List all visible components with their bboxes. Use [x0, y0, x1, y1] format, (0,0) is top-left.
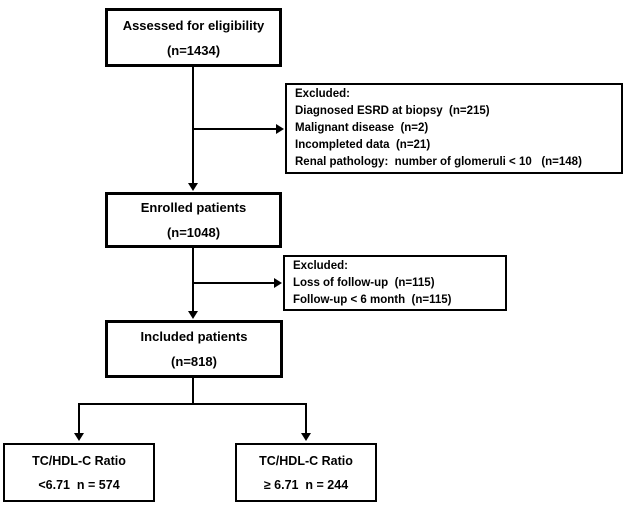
excluded2-item: Loss of follow-up (n=115) — [293, 276, 435, 289]
assessed-box: Assessed for eligibility (n=1434) — [105, 8, 282, 67]
excluded2-title: Excluded: — [293, 259, 348, 272]
excluded-box-2: Excluded: Loss of follow-up (n=115) Foll… — [283, 255, 507, 311]
ratio-low-count: <6.71 n = 574 — [38, 477, 120, 492]
arrowhead-enrolled — [188, 183, 198, 191]
arrowhead-ratio-high — [301, 433, 311, 441]
included-box: Included patients (n=818) — [105, 320, 283, 378]
connector-enrolled-to-included — [192, 248, 194, 312]
arrowhead-excluded2 — [274, 278, 282, 288]
assessed-count: (n=1434) — [166, 42, 221, 58]
ratio-low-label: TC/HDL-C Ratio — [32, 453, 126, 468]
excluded1-title: Excluded: — [295, 88, 350, 100]
excluded2-item: Follow-up < 6 month (n=115) — [293, 293, 452, 306]
enrolled-count: (n=1048) — [166, 225, 221, 240]
arrowhead-ratio-low — [74, 433, 84, 441]
excluded1-item: Diagnosed ESRD at biopsy (n=215) — [295, 105, 490, 117]
connector-included-to-split — [192, 378, 194, 405]
included-label: Included patients — [140, 329, 248, 344]
connector-branch-excluded2 — [192, 282, 275, 284]
enrolled-label: Enrolled patients — [140, 200, 247, 215]
connector-assessed-to-enrolled — [192, 67, 194, 184]
connector-split-to-ratio-high — [305, 403, 307, 434]
arrowhead-included — [188, 311, 198, 319]
assessed-label: Assessed for eligibility — [122, 17, 265, 33]
arrowhead-excluded1 — [276, 124, 284, 134]
connector-split-horizontal — [78, 403, 307, 405]
connector-branch-excluded1 — [192, 128, 277, 130]
excluded1-item: Malignant disease (n=2) — [295, 122, 429, 134]
ratio-low-box: TC/HDL-C Ratio <6.71 n = 574 — [3, 443, 155, 502]
ratio-high-count: ≥ 6.71 n = 244 — [263, 477, 349, 492]
excluded1-item: Incompleted data (n=21) — [295, 139, 431, 151]
excluded-box-1: Excluded: Diagnosed ESRD at biopsy (n=21… — [285, 83, 623, 174]
enrolled-box: Enrolled patients (n=1048) — [105, 192, 282, 248]
connector-split-to-ratio-low — [78, 403, 80, 434]
ratio-high-label: TC/HDL-C Ratio — [259, 453, 353, 468]
included-count: (n=818) — [171, 354, 217, 369]
ratio-high-box: TC/HDL-C Ratio ≥ 6.71 n = 244 — [235, 443, 377, 502]
excluded1-item: Renal pathology: number of glomeruli < 1… — [295, 156, 582, 168]
